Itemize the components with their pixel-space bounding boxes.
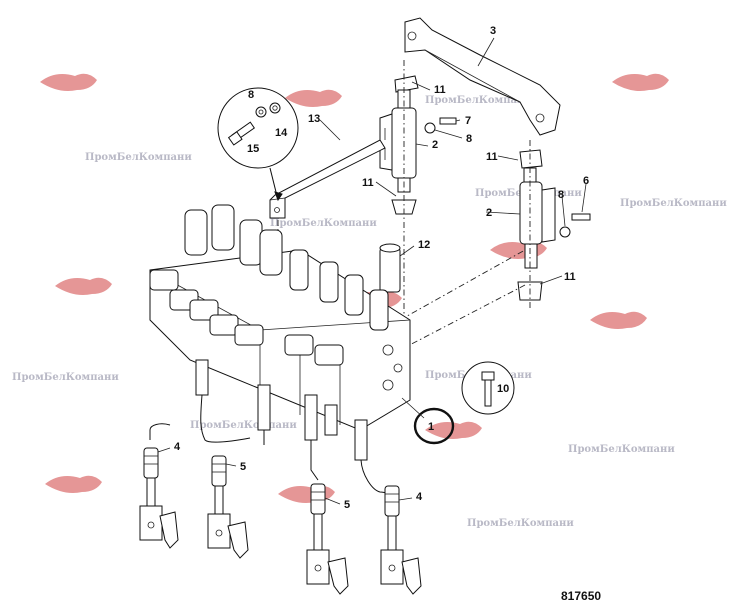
watermark-text: ПромБелКомпани (620, 198, 727, 209)
callout-label: 8 (466, 133, 472, 145)
spacer-pin (379, 243, 401, 293)
watermark-text: ПромБелКомпани (85, 152, 192, 163)
callout-label: 1 (428, 421, 434, 433)
leader-lines (157, 37, 587, 505)
pivot-sleeve-right (517, 149, 556, 301)
callout-label: 3 (490, 25, 496, 37)
callout-label: 8 (248, 89, 254, 101)
watermark-text: ПромБелКомпани (568, 444, 675, 455)
callout-label: 14 (275, 127, 288, 139)
callout-label: 6 (583, 175, 589, 187)
watermark-layer: ПромБелКомпани ПромБелКомпани ПромБелКом… (12, 73, 727, 529)
figure-number: 817650 (561, 589, 601, 603)
watermark-text: ПромБелКомпани (467, 518, 574, 529)
linkage-4-left (139, 447, 179, 549)
callout-labels: 1 2 2 3 4 4 5 5 6 7 8 8 8 10 11 11 11 11… (174, 25, 589, 511)
watermark-logo (40, 73, 669, 503)
callout-label: 13 (308, 113, 320, 125)
callout-label: 11 (564, 271, 576, 283)
watermark-text: ПромБелКомпани (425, 95, 532, 106)
callout-label: 5 (240, 461, 246, 473)
callout-label: 4 (174, 441, 181, 453)
linkage-4-right (380, 485, 422, 595)
linkage-5-center (306, 483, 349, 595)
watermark-text: ПромБелКомпани (270, 218, 377, 229)
callout-label: 8 (558, 189, 564, 201)
callout-label: 12 (418, 239, 430, 251)
bolt-hardware (424, 117, 591, 238)
callout-label: 7 (465, 115, 471, 127)
pivot-sleeve-upper (379, 75, 419, 215)
callout-highlight-ring (413, 407, 455, 445)
callout-label: 10 (497, 383, 509, 395)
callout-label: 11 (362, 177, 374, 189)
callout-label: 11 (486, 151, 498, 163)
callout-label: 4 (416, 491, 423, 503)
watermark-text: ПромБелКомпани (12, 372, 119, 383)
control-valve-block (149, 204, 411, 461)
callout-label: 2 (486, 207, 492, 219)
bolt-inset (461, 361, 515, 415)
linkage-5-left (207, 455, 249, 559)
watermark-text: ПромБелКомпани (190, 420, 297, 431)
callout-label: 5 (344, 499, 350, 511)
callout-label: 15 (247, 143, 259, 155)
detail-inset (217, 87, 299, 202)
callout-label: 2 (432, 139, 438, 151)
mounting-bracket (404, 17, 561, 136)
callout-label: 11 (434, 84, 446, 96)
